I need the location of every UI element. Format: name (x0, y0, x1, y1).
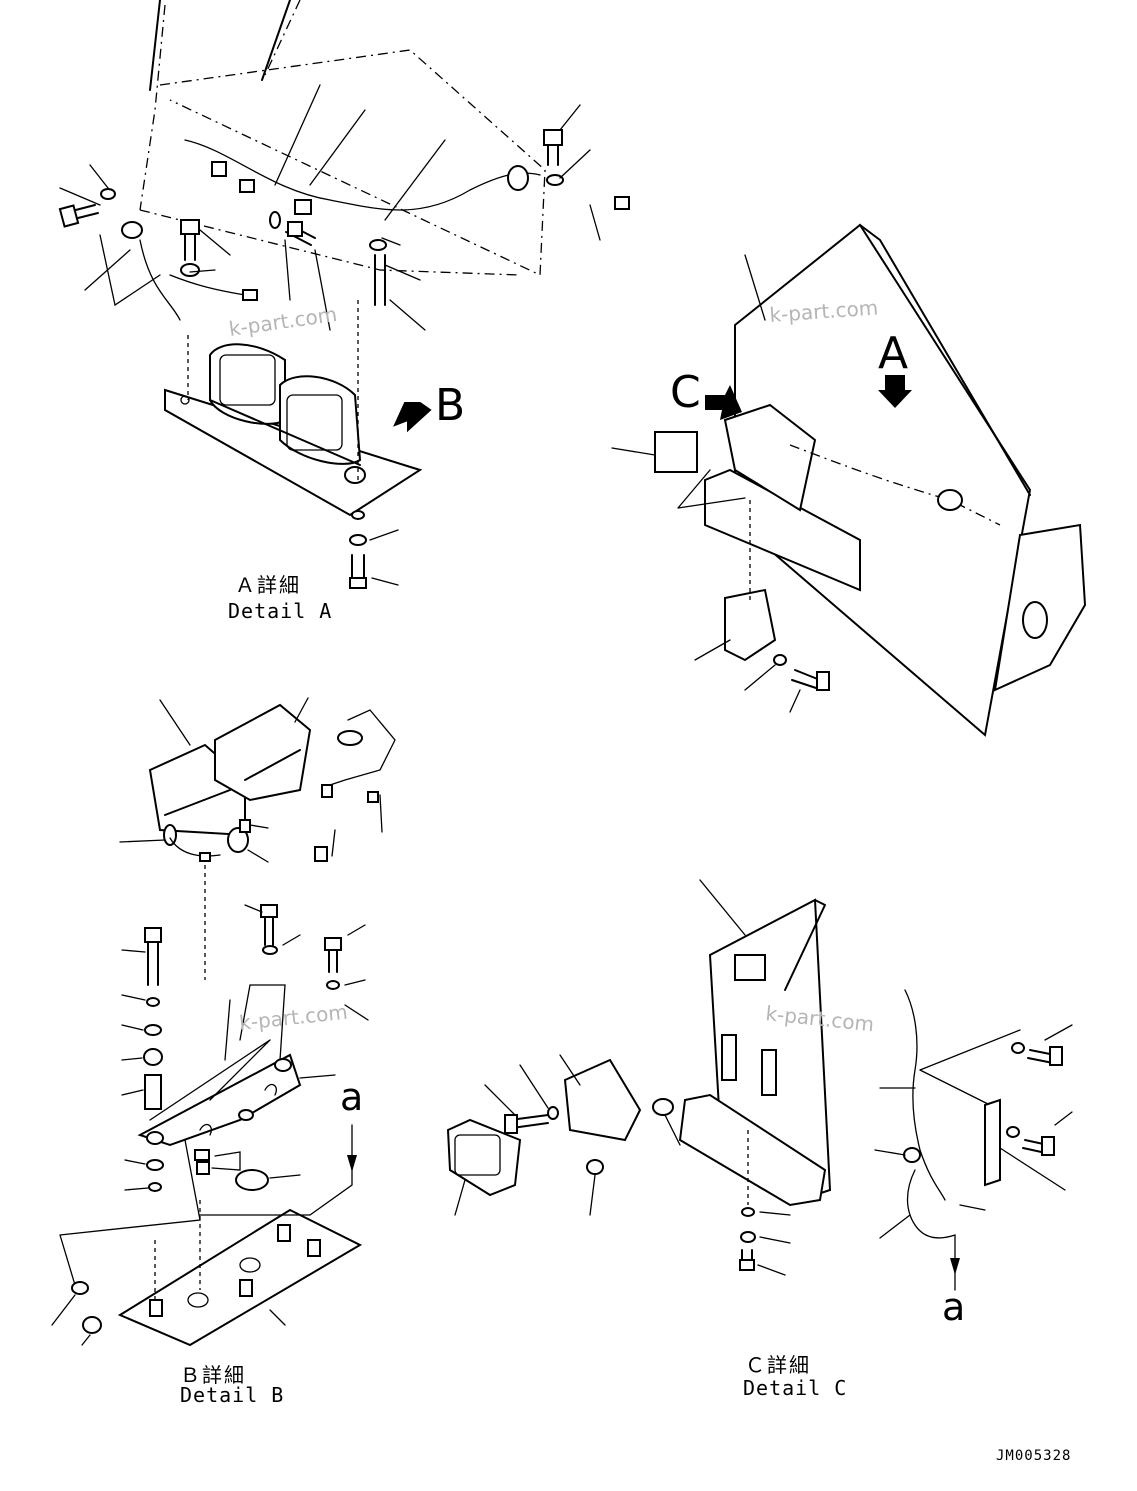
watermark-3: k-part.com (238, 1000, 349, 1035)
connection-mark-a-left: a (340, 1075, 363, 1119)
view-arrow-c-label: C (670, 367, 701, 418)
connection-mark-a-right: a (942, 1285, 965, 1329)
detail-a-caption-jp: Ａ詳細 (235, 573, 301, 597)
main-assembly-view: A C (611, 223, 1087, 737)
detail-c-caption-jp: Ｃ詳細 (745, 1353, 811, 1377)
drawing-code: JM005328 (996, 1448, 1071, 1464)
detail-a-caption-en: Detail A (228, 599, 332, 623)
view-arrow-b-label: B (435, 380, 465, 431)
detail-c-view: a Ｃ詳細 Detail C (446, 879, 1073, 1400)
watermark-1: k-part.com (227, 302, 338, 341)
detail-b-caption-en: Detail B (180, 1383, 284, 1407)
view-arrow-a-label: A (878, 328, 908, 379)
detail-b-caption-jp: Ｂ詳細 (180, 1363, 246, 1387)
detail-b-view: a Ｂ詳細 Detail B (51, 697, 396, 1407)
detail-a-view: B Ａ詳細 Detail A (58, 0, 630, 623)
detail-c-caption-en: Detail C (743, 1376, 847, 1400)
